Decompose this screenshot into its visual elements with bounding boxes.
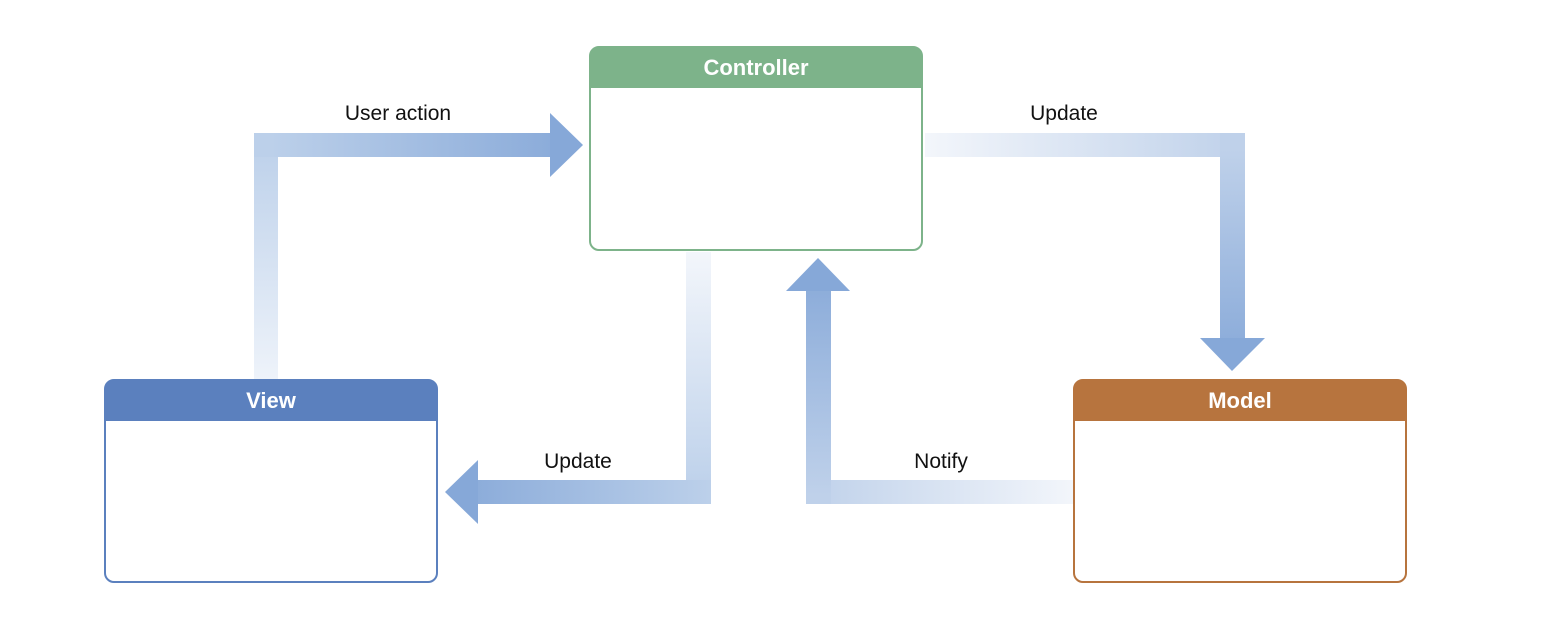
user-action-arrow [254, 113, 583, 380]
view-box: View [104, 379, 438, 583]
update-model-arrow [925, 133, 1265, 371]
notify-label: Notify [914, 450, 968, 473]
model-title: Model [1208, 388, 1272, 413]
view-title: View [246, 388, 297, 413]
controller-box: Controller [589, 46, 923, 251]
update-model-label: Update [1030, 102, 1098, 125]
arrowhead-down-icon [1200, 338, 1265, 371]
update-view-arrow [445, 252, 711, 524]
arrowhead-up-icon [786, 258, 850, 291]
controller-title: Controller [703, 55, 809, 80]
model-box: Model [1073, 379, 1407, 583]
update-view-label: Update [544, 450, 612, 473]
arrowhead-right-icon [550, 113, 583, 177]
user-action-label: User action [345, 102, 451, 125]
notify-arrow [786, 258, 1075, 504]
arrowhead-left-icon [445, 460, 478, 524]
